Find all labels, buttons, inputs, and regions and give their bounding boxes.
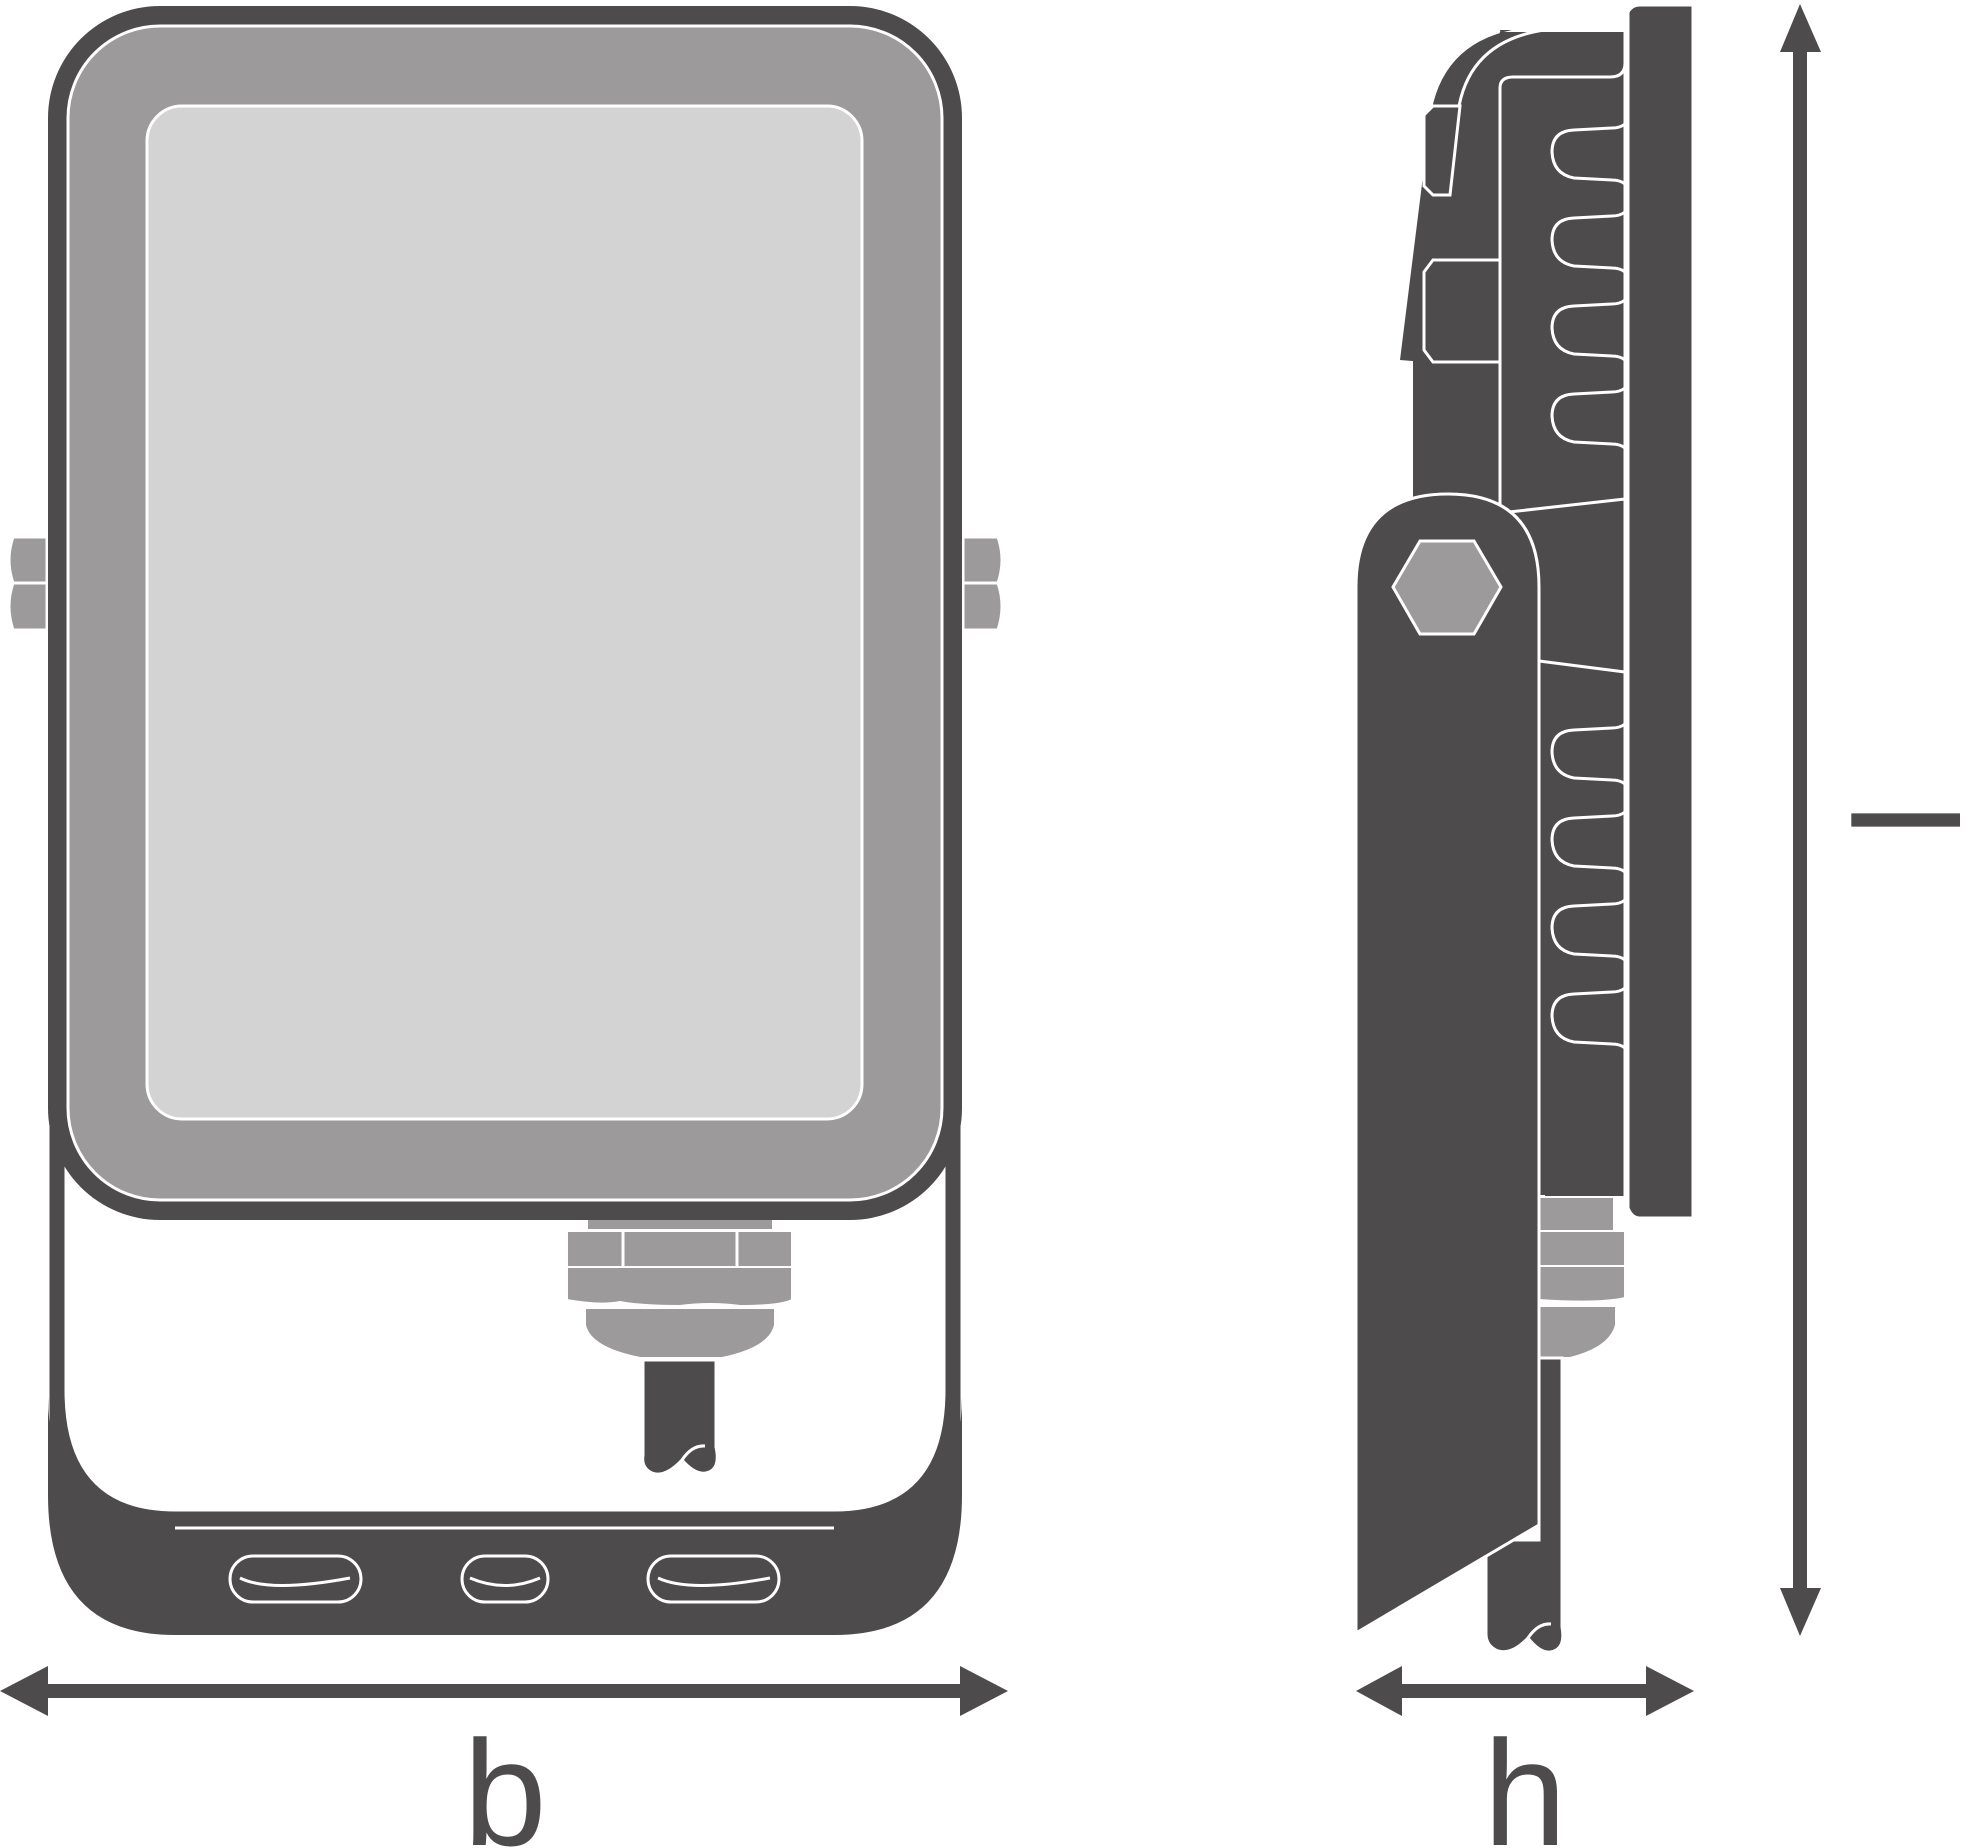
bolt-right bbox=[961, 535, 1004, 632]
side-tab-upper bbox=[1422, 104, 1462, 197]
cable-side bbox=[1484, 1356, 1565, 1654]
mounting-slot-left bbox=[228, 1554, 363, 1604]
side-view: h bbox=[1354, 3, 1695, 1848]
mounting-slot-right bbox=[646, 1554, 781, 1604]
mounting-slot-left-inner bbox=[239, 1576, 351, 1587]
cable-gland-front bbox=[566, 1220, 793, 1359]
cooling-fins-upper bbox=[1550, 122, 1626, 450]
mounting-slot-center bbox=[460, 1554, 550, 1604]
side-bracket-arm bbox=[1354, 492, 1541, 1636]
front-view: b bbox=[0, 6, 1008, 1848]
side-lens-plate bbox=[1626, 3, 1695, 1220]
cooling-fins-lower bbox=[1550, 722, 1626, 1050]
cable-front bbox=[641, 1358, 719, 1476]
length-label: l bbox=[1824, 803, 1966, 836]
mounting-slot-center-inner bbox=[469, 1576, 541, 1587]
cable-gland-side bbox=[1538, 1196, 1626, 1359]
depth-label: h bbox=[1483, 1709, 1566, 1848]
length-dimension-arrow bbox=[1780, 4, 1821, 1636]
hex-bolt-icon bbox=[1391, 539, 1503, 636]
lens-panel bbox=[145, 104, 864, 1121]
bolt-left bbox=[7, 535, 49, 632]
width-label: b bbox=[463, 1709, 546, 1848]
width-dimension-arrow bbox=[0, 1666, 1008, 1716]
mounting-slot-right-inner bbox=[657, 1576, 771, 1587]
depth-dimension-arrow bbox=[1356, 1666, 1694, 1716]
side-tab-lower bbox=[1422, 258, 1502, 364]
side-housing-top-curve bbox=[1456, 19, 1630, 113]
